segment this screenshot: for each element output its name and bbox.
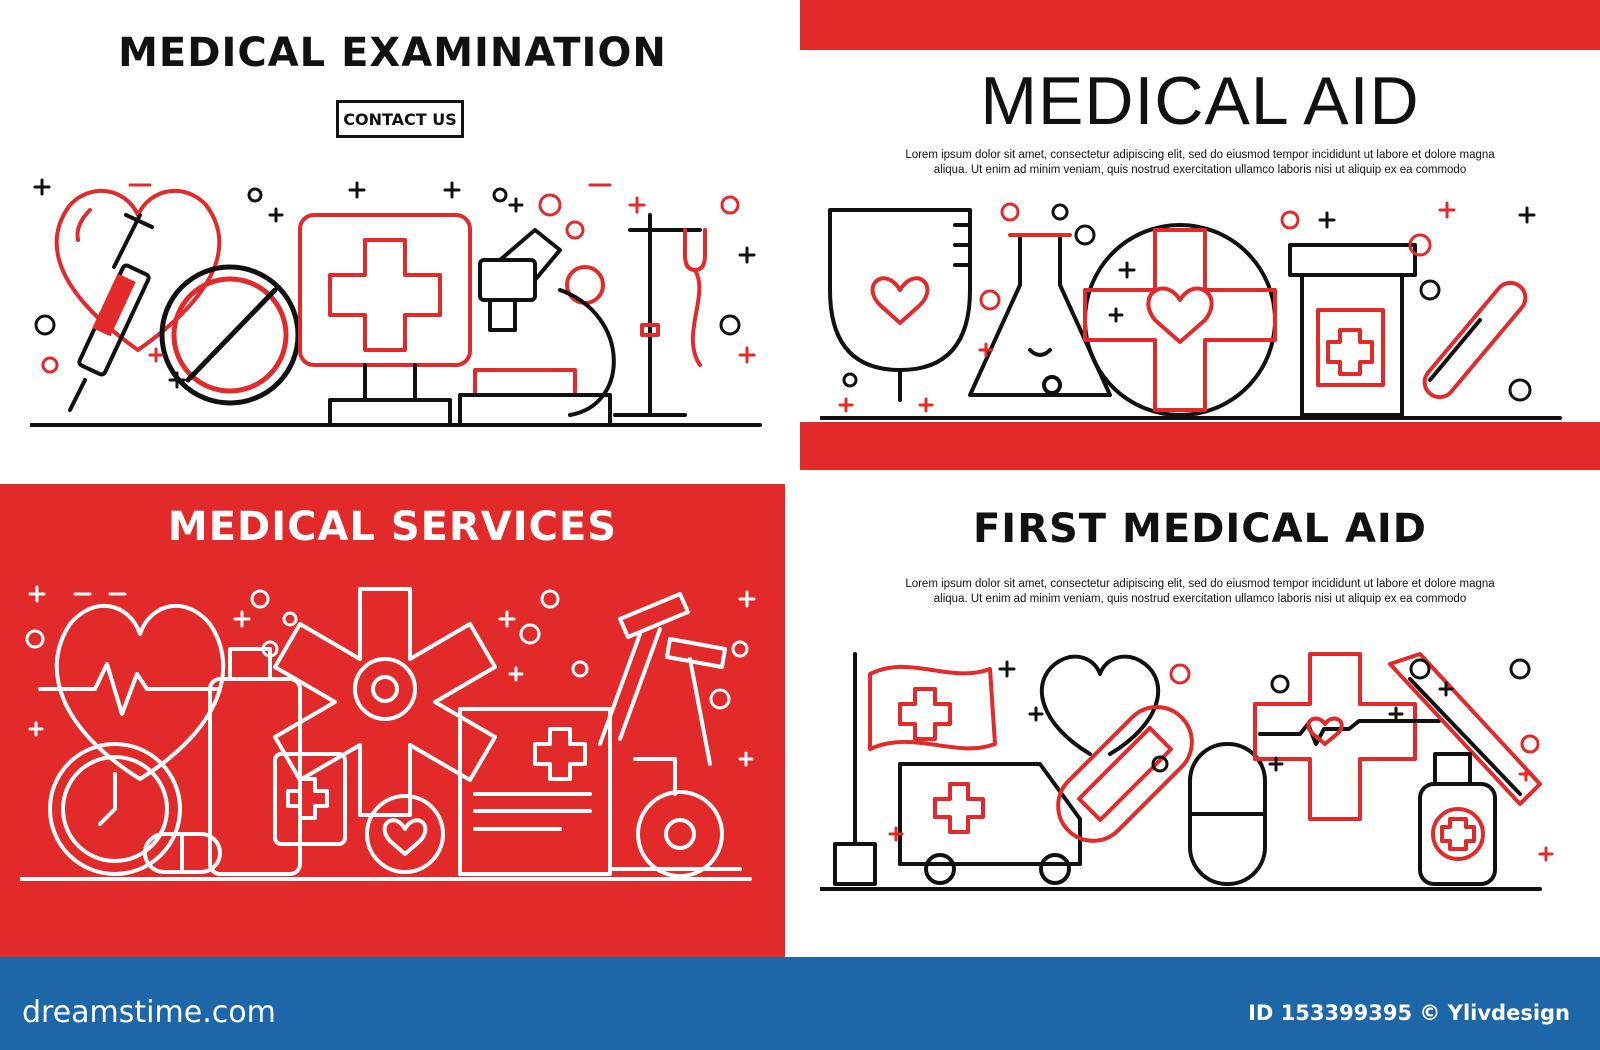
pill-icon (143, 832, 222, 874)
capsule-icon (1188, 742, 1267, 886)
banner-title: MEDICAL EXAMINATION (118, 30, 667, 76)
syringe-icon (68, 213, 154, 412)
banner-title: MEDICAL SERVICES (167, 504, 618, 550)
aid-illustration (820, 201, 1562, 420)
body-text-line: Lorem ipsum dolor sit amet, consectetur … (905, 578, 1495, 590)
pill-bottle-icon (1288, 243, 1417, 417)
cross-icon (1253, 652, 1441, 821)
spray-bottle-icon (1418, 752, 1497, 886)
bottom-red-band (800, 422, 1600, 470)
first-medical-aid-banner: FIRST MEDICAL AID Lorem ipsum dolor sit … (800, 484, 1600, 957)
body-text-line: aliqua. Ut enim ad minim veniam, quis no… (933, 593, 1467, 605)
first-aid-kit-icon (458, 707, 612, 876)
scalpel-icon (1388, 652, 1542, 806)
stopwatch-icon (48, 742, 182, 876)
flag-icon (833, 652, 997, 886)
heartbeat-icon (38, 604, 226, 781)
ambulance-icon (898, 762, 1082, 885)
cross-heart-icon (1083, 223, 1277, 417)
footer-image-id: ID 153399395 © Ylivdesign (1248, 1001, 1570, 1025)
decoration-icon (33, 178, 756, 389)
decoration-icon (25, 585, 756, 767)
medical-examination-banner: MEDICAL EXAMINATION CONTACT US (0, 0, 785, 470)
medical-services-banner: MEDICAL SERVICES (0, 484, 785, 957)
flask-icon (968, 233, 1112, 397)
pill-icon (159, 264, 301, 406)
banner-title: MEDICAL AID (980, 63, 1420, 139)
blood-bag-icon (828, 208, 972, 402)
heart-icon (365, 794, 445, 874)
banner-title: FIRST MEDICAL AID (972, 506, 1427, 552)
thermometer-icon (1422, 280, 1528, 400)
footer-brand[interactable]: dreamstime.com (22, 995, 276, 1030)
medical-aid-banner: MEDICAL AID Lorem ipsum dolor sit amet, … (800, 0, 1600, 470)
services-illustration (20, 585, 756, 881)
heart-icon (1039, 654, 1161, 756)
computer-monitor-icon (298, 213, 472, 427)
microscope-icon (458, 228, 616, 427)
examination-illustration (30, 178, 762, 427)
contact-us-button[interactable]: CONTACT US (336, 100, 464, 138)
star-of-life-icon (273, 587, 497, 817)
crutches-icon (598, 592, 727, 766)
top-red-band (800, 0, 1600, 50)
decoration-icon (838, 201, 1536, 413)
body-text-line: aliqua. Ut enim ad minim veniam, quis no… (933, 164, 1467, 176)
bottle-icon (208, 647, 347, 876)
bandage-icon (1056, 705, 1194, 843)
first-aid-illustration (820, 652, 1554, 891)
footer-bar: dreamstime.com ID 153399395 © Ylivdesign (0, 957, 1600, 1050)
body-text-line: Lorem ipsum dolor sit amet, consectetur … (905, 149, 1495, 161)
decoration-icon (888, 658, 1554, 862)
wheelchair-icon (608, 757, 742, 878)
iv-drip-icon (613, 213, 707, 417)
